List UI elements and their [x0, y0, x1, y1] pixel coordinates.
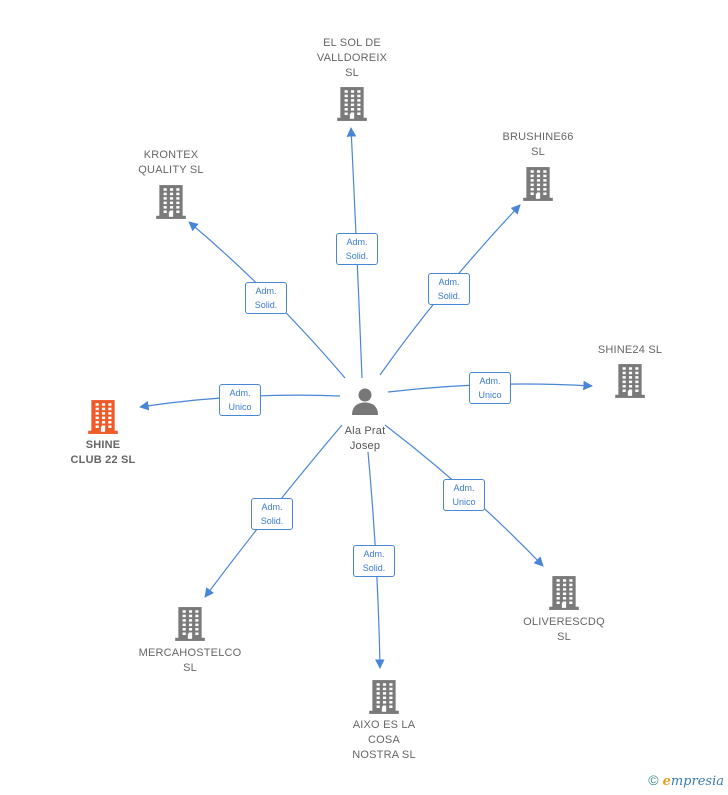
company-label-shine-club[interactable]: SHINE CLUB 22 SL	[70, 439, 136, 466]
building-icon[interactable]	[155, 184, 187, 225]
edge-label-brushine66[interactable]: Adm. Solid.	[428, 273, 470, 305]
company-label-brushine66[interactable]: BRUSHINE66 SL	[502, 131, 574, 158]
company-label-aixo[interactable]: AIXO ES LA COSA NOSTRA SL	[352, 719, 416, 761]
company-label-mercahostelco[interactable]: MERCAHOSTELCO SL	[138, 647, 242, 674]
building-icon[interactable]	[548, 575, 580, 616]
edge-label-aixo[interactable]: Adm. Solid.	[353, 545, 395, 577]
building-icon[interactable]	[614, 363, 646, 404]
edge-label-mercahostelco[interactable]: Adm. Solid.	[251, 498, 293, 530]
copyright-icon: ©	[648, 772, 659, 788]
building-icon[interactable]	[522, 166, 554, 207]
edge-label-krontex[interactable]: Adm. Solid.	[245, 282, 287, 314]
person-icon[interactable]	[350, 386, 380, 421]
footer-brand: ©empresia	[648, 772, 724, 789]
building-icon[interactable]	[368, 679, 400, 720]
brand-logo: empresia	[662, 774, 724, 789]
edge-label-el-sol[interactable]: Adm. Solid.	[336, 233, 378, 265]
company-label-oliverescdq[interactable]: OLIVERESCDQ SL	[523, 616, 605, 643]
company-label-el-sol[interactable]: EL SOL DE VALLDOREIX SL	[316, 37, 388, 79]
edge-label-shine24[interactable]: Adm. Unico	[469, 372, 511, 404]
edge-label-oliverescdq[interactable]: Adm. Unico	[443, 479, 485, 511]
company-label-krontex[interactable]: KRONTEX QUALITY SL	[138, 149, 204, 176]
edge-label-shine-club[interactable]: Adm. Unico	[219, 384, 261, 416]
building-icon[interactable]	[87, 399, 119, 440]
person-label[interactable]: Ala Prat Josep	[344, 425, 386, 452]
building-icon[interactable]	[336, 86, 368, 127]
company-label-shine24[interactable]: SHINE24 SL	[597, 344, 663, 356]
building-icon[interactable]	[174, 606, 206, 647]
